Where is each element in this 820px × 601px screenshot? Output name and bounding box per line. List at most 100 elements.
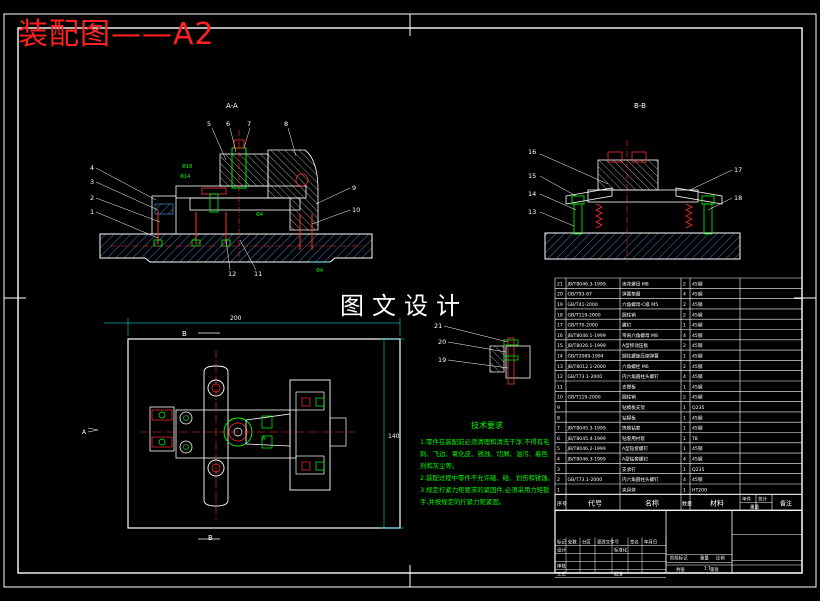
bom-cell: 4: [683, 292, 686, 298]
bom-cell: 1: [683, 384, 686, 390]
bom-cell: 钻模板: [622, 414, 636, 421]
bom-header: 代号: [588, 498, 602, 507]
callout-2: 2: [90, 194, 94, 202]
title-block-label: 年月日: [644, 538, 657, 545]
bom-cell: 六角螺栓 M6: [622, 363, 649, 370]
callout-16: 16: [528, 148, 536, 156]
technical-requirements: 技术要求 1.零件在装配前必须清理和清洗干净,不得有毛刺、飞边、氧化皮、锈蚀、切…: [420, 420, 554, 508]
bom-cell: GB/T73.1-2000: [568, 477, 603, 483]
bom-cell: 45钢: [692, 394, 703, 401]
callout-8: 8: [284, 120, 288, 128]
callout-19: 19: [438, 356, 446, 364]
bom-cell: 45钢: [692, 373, 703, 380]
section-view-bb: B-B 16: [528, 102, 742, 262]
bom-cell: JB/T8046.2-1999: [567, 446, 606, 452]
bom-cell: 2: [683, 343, 686, 349]
bom-cell: 圆柱销: [622, 394, 636, 401]
callout-7: 7: [247, 120, 251, 128]
bom-header: 重量: [750, 503, 759, 510]
tech-line-2: 2.装配过程中零件不允许磕、碰、划伤和锈蚀。: [420, 474, 554, 482]
title-block-label: 分区: [582, 538, 591, 545]
scale-value: 1:1: [704, 565, 711, 571]
callout-9: 9: [352, 184, 356, 192]
bom-cell: 钻套用衬套: [622, 435, 645, 442]
svg-text:A: A: [82, 429, 87, 436]
watermark-text: 图文设计: [340, 292, 468, 320]
bom-cell: 1: [683, 446, 686, 452]
callout-21: 21: [434, 322, 442, 330]
bom-cell: GB/T70-2000: [568, 323, 598, 329]
bom-cell: A型移动压板: [622, 342, 649, 349]
callout-4: 4: [90, 164, 94, 172]
section-mark-b-top: B: [182, 330, 187, 338]
callout-12: 12: [228, 270, 236, 278]
detail-view: 21 20 19: [434, 322, 531, 385]
bom-cell: 2: [683, 364, 686, 370]
title-block-label: 审核: [557, 562, 566, 569]
title-block-label: 工艺: [557, 571, 566, 577]
dim-width: 200: [230, 315, 242, 322]
svg-text:Φ4: Φ4: [256, 212, 263, 218]
bom-cell: GB/T119-2000: [568, 312, 601, 318]
springs-bb: [595, 203, 693, 229]
bom-cell: JB/T8046.3-1999: [567, 457, 606, 463]
bom-cell: 1: [683, 487, 686, 493]
bom-cell: A型钻套螺钉: [622, 445, 649, 452]
svg-text:Φ18: Φ18: [182, 164, 192, 170]
bom-cell: JB/T8045.4-1999: [567, 436, 606, 442]
tech-title: 技术要求: [471, 421, 503, 430]
bom-cell: 15: [557, 343, 563, 349]
fixture-body-section-aa: [99, 233, 373, 263]
title-block-label: 设计: [557, 546, 566, 553]
tech-line-1: 1.零件在装配前必须清理和清洗干净,不得有毛刺、飞边、氧化皮、锈蚀、切屑、油污、…: [420, 438, 550, 470]
bom-cell: 45钢: [692, 476, 703, 483]
title-block-label: 批准: [614, 570, 623, 577]
svg-text:Φ14: Φ14: [180, 174, 190, 180]
bom-header: 数量: [682, 500, 692, 507]
support-block-left: [151, 195, 177, 235]
bom-cell: 4: [683, 374, 686, 380]
title-block-label: 第张: [710, 566, 719, 573]
svg-text:Φ4: Φ4: [316, 268, 323, 274]
bom-header: 备注: [780, 499, 792, 507]
bom-cell: JB/T8045.3-1999: [567, 426, 606, 432]
clamp-right-bb: [675, 187, 723, 205]
callout-18: 18: [734, 194, 742, 202]
title-block-label: 阶段标记: [670, 554, 688, 561]
bom-cell: 14: [557, 354, 563, 360]
bom-cell: Q235: [692, 467, 704, 473]
bom-cell: 4: [683, 333, 686, 339]
bom-cell: 2: [683, 395, 686, 401]
title-block-label: 重量: [700, 554, 709, 561]
title-block-label: 标记: [557, 538, 566, 545]
bom-cell: 内六角圆柱头螺钉: [622, 476, 659, 483]
bom-cell: 45钢: [692, 445, 703, 452]
bom-cell: 45钢: [692, 322, 703, 329]
bom-cell: JB/T8012.1-2000: [567, 364, 606, 370]
bolts-aa: [157, 210, 313, 250]
bom-cell: 45钢: [692, 311, 703, 318]
drill-plate-stand-aa: [267, 149, 319, 231]
bom-cell: 圆柱销: [622, 311, 636, 318]
bom-cell: JB/T8046.3-1999: [567, 281, 606, 287]
bom-cell: 1: [683, 436, 686, 442]
callout-15: 15: [528, 172, 536, 180]
bom-cell: 7: [557, 426, 560, 432]
bom-cell: 1: [683, 467, 686, 473]
svg-text:A: A: [262, 436, 266, 442]
bom-cell: 45钢: [692, 342, 703, 349]
bom-cell: 13: [557, 364, 563, 370]
bom-cell: 夹具体: [622, 486, 636, 493]
bom-header: 材料: [710, 498, 724, 507]
bom-cell: 2: [557, 477, 560, 483]
bom-cell: 11: [557, 384, 563, 390]
bom-cell: 45钢: [692, 414, 703, 421]
fixture-body-section-bb: [544, 232, 741, 260]
bom-cell: 1: [557, 487, 560, 493]
bom-cell: 45钢: [692, 291, 703, 298]
bom-cell: 钻模板支架: [622, 404, 645, 411]
title-block-label: 处数: [568, 538, 577, 545]
bom-header: 序号: [557, 500, 567, 507]
bom-cell: 45钢: [692, 383, 703, 390]
